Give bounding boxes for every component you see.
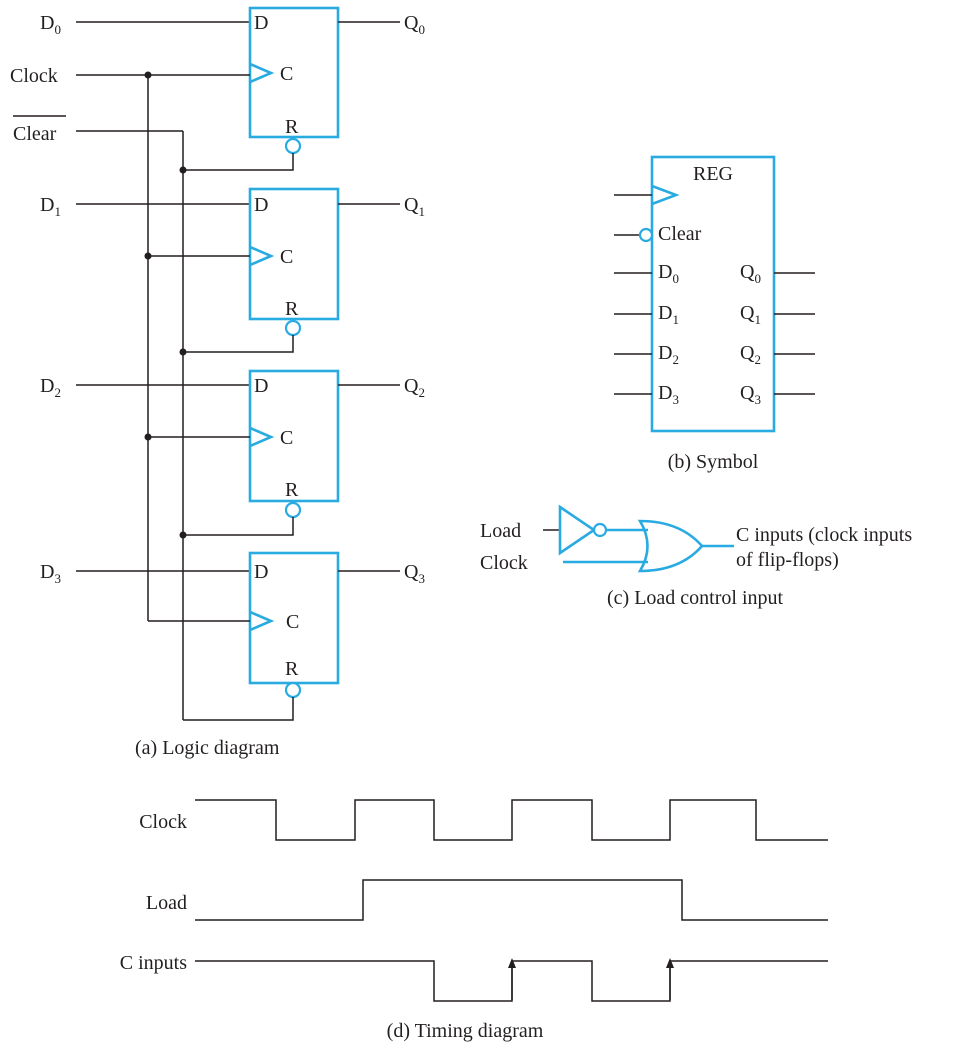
symbol-d3-label: D3 (658, 382, 679, 407)
clear-branch-3 (183, 697, 294, 721)
clock-triangle (249, 62, 275, 84)
reset-bubble (284, 137, 302, 155)
caption-logic-diagram: (a) Logic diagram (135, 737, 280, 759)
clock-junction-dot (144, 252, 152, 260)
clear-junction-dot (179, 531, 187, 539)
c-inputs-label-line2: of flip-flops) (736, 549, 839, 571)
timing-diagram: Clock Load C inputs (d) Timing diagram (120, 799, 828, 1042)
c-pin-label: C (280, 427, 293, 449)
symbol-d1-label: D1 (658, 302, 679, 327)
inverter-gate (558, 504, 597, 556)
clock-junction-dot (144, 433, 152, 441)
caption-symbol: (b) Symbol (668, 451, 759, 473)
timing-label-c-inputs: C inputs (120, 952, 187, 974)
load-waveform (195, 879, 828, 921)
load-input-label: Load (480, 520, 521, 542)
d-pin-label: D (254, 375, 268, 397)
flip-flop-3: D3 D C R Q3 (40, 551, 425, 721)
c-pin-label: C (280, 63, 293, 85)
caption-timing-diagram: (d) Timing diagram (387, 1020, 544, 1042)
r-pin-label: R (285, 479, 299, 501)
flip-flop-box (248, 369, 340, 503)
load-control: Load Clock C inputs (clock inputs of fli… (480, 504, 912, 609)
flip-flop-0: D0 D C R Q0 (40, 6, 425, 155)
or-gate (637, 519, 704, 573)
clear-branch-0 (183, 153, 294, 171)
r-pin-label: R (285, 298, 299, 320)
inverter-bubble (592, 522, 608, 538)
clear-branch-2 (183, 517, 294, 536)
d-pin-label: D (254, 561, 268, 583)
r-pin-label: R (285, 658, 299, 680)
output-label-q3: Q3 (404, 561, 425, 586)
r-pin-label: R (285, 116, 299, 138)
clock-waveform (195, 799, 828, 841)
flip-flop-box (248, 187, 340, 321)
symbol-q2-label: Q2 (740, 342, 761, 367)
clock-triangle (249, 426, 275, 448)
register-box (650, 155, 776, 433)
symbol-d0-label: D0 (658, 261, 679, 286)
reset-bubble (284, 501, 302, 519)
clear-junction-dot (179, 166, 187, 174)
flip-flop-2: D2 D C R Q2 (40, 369, 425, 536)
c-pin-label: C (286, 611, 299, 633)
clock-triangle (249, 610, 275, 632)
output-label-q2: Q2 (404, 375, 425, 400)
output-label-q0: Q0 (404, 12, 425, 37)
clock-input-label: Clock (10, 65, 58, 87)
symbol-clear-bubble (638, 227, 654, 243)
symbol-clear-label: Clear (658, 223, 702, 245)
input-label-d3: D3 (40, 561, 61, 586)
logic-diagram: D0 D C R Q0 Clock Clear D1 D (10, 6, 425, 759)
clear-junction-dot (179, 348, 187, 356)
symbol-clock-triangle (651, 184, 680, 206)
timing-label-load: Load (146, 892, 187, 914)
c-pin-label: C (280, 246, 293, 268)
clear-input-label: Clear (13, 123, 57, 145)
input-label-d0: D0 (40, 12, 61, 37)
rising-edge-arrowhead-2 (666, 958, 674, 968)
reset-bubble (284, 681, 302, 699)
symbol-d2-label: D2 (658, 342, 679, 367)
input-label-d2: D2 (40, 375, 61, 400)
flip-flop-1: D1 D C R Q1 (40, 187, 425, 353)
register-symbol: REG Clear D0 Q0 D1 Q1 D2 Q2 D3 Q3 (b) Sy… (614, 155, 815, 473)
clear-branch-1 (183, 335, 294, 353)
symbol-q1-label: Q1 (740, 302, 761, 327)
d-pin-label: D (254, 12, 268, 34)
reset-bubble (284, 319, 302, 337)
input-label-d1: D1 (40, 194, 61, 219)
c-inputs-label-line1: C inputs (clock inputs (736, 524, 912, 546)
register-title: REG (693, 163, 733, 185)
clock-junction-dot (144, 71, 152, 79)
caption-load-control: (c) Load control input (607, 587, 783, 609)
clock-triangle (249, 245, 275, 267)
d-pin-label: D (254, 194, 268, 216)
rising-edge-arrowhead-1 (508, 958, 516, 968)
load-clock-label: Clock (480, 552, 528, 574)
flip-flop-box (248, 6, 340, 139)
timing-label-clock: Clock (139, 811, 187, 833)
symbol-q3-label: Q3 (740, 382, 761, 407)
symbol-q0-label: Q0 (740, 261, 761, 286)
output-label-q1: Q1 (404, 194, 425, 219)
